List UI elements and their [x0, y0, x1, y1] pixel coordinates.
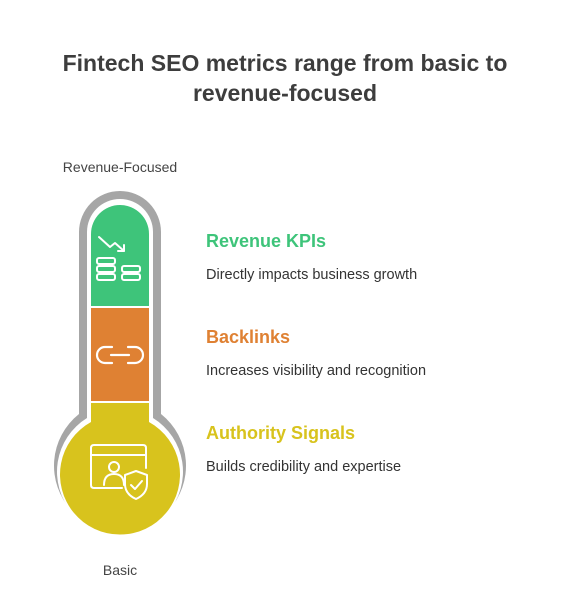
- verified-profile-shield-icon: [90, 444, 148, 500]
- scale-top-label: Revenue-Focused: [62, 159, 178, 175]
- coins-declining-chart-icon: [96, 236, 141, 281]
- segment-authority-signals: [59, 403, 180, 535]
- level-heading-authority-signals: Authority Signals: [206, 423, 356, 443]
- segment-revenue-kpis: [91, 205, 149, 306]
- scale-bottom-label: Basic: [102, 562, 138, 578]
- level-backlinks: Backlinks Increases visibility and recog…: [206, 326, 546, 380]
- page-title: Fintech SEO metrics range from basic to …: [0, 48, 570, 108]
- link-chain-icon: [95, 345, 145, 365]
- level-description-revenue-kpis: Directly impacts business growth: [206, 267, 418, 283]
- level-heading-backlinks: Backlinks: [206, 327, 291, 347]
- level-description-authority-signals: Builds credibility and expertise: [206, 459, 402, 475]
- level-heading-revenue-kpis: Revenue KPIs: [206, 231, 327, 251]
- level-revenue-kpis: Revenue KPIs Directly impacts business g…: [206, 230, 546, 284]
- level-description-backlinks: Increases visibility and recognition: [206, 363, 427, 379]
- title-line-1: Fintech SEO metrics range from basic to: [62, 50, 508, 76]
- level-authority-signals: Authority Signals Builds credibility and…: [206, 422, 546, 476]
- title-line-2: revenue-focused: [192, 80, 378, 106]
